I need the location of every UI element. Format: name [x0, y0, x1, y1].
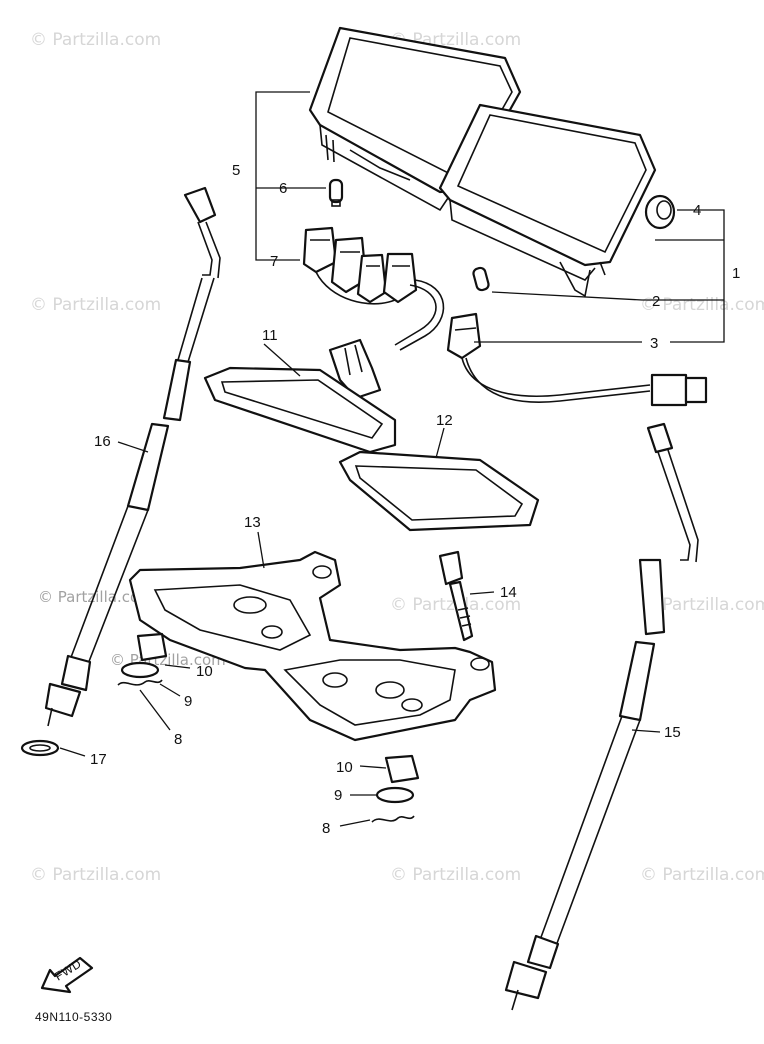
callout-11: 11: [262, 327, 278, 344]
part-12-gasket: [338, 450, 540, 532]
watermark: © Partzilla.com: [390, 865, 521, 885]
watermark: © Partzilla.com: [640, 865, 764, 885]
watermark: © Partzilla.com: [640, 595, 764, 615]
fwd-arrow-icon: FWD: [40, 956, 94, 994]
callout-17: 17: [90, 751, 107, 768]
part-13-bracket: [128, 550, 497, 742]
grommet-cluster-bottom: [371, 754, 420, 823]
callout-labels: 1 2 3 4 5 6 7 8 8 9 9 10 10 11 12 13 14 …: [90, 162, 740, 837]
callout-4: 4: [693, 202, 701, 219]
diagram-code: 49N110-5330: [35, 1010, 112, 1024]
part-7-sockets: [302, 226, 418, 305]
meter-housing-right: [438, 103, 657, 298]
watermark: © Partzilla.com: [30, 295, 161, 315]
callout-16: 16: [94, 433, 111, 450]
part-2-bulb: [472, 266, 490, 292]
callout-14: 14: [500, 584, 517, 601]
callout-15: 15: [664, 724, 681, 741]
watermark: © Partzilla.com: [38, 588, 154, 606]
callout-8: 8: [322, 820, 330, 837]
callout-9: 9: [184, 693, 192, 710]
part-11-gasket: [203, 366, 397, 454]
grommet-cluster-left: [117, 632, 168, 686]
part-3-socket-wire: [446, 312, 708, 407]
leader-lines: [59, 91, 725, 827]
callout-10: 10: [336, 759, 353, 776]
callout-8: 8: [174, 731, 182, 748]
callout-3: 3: [650, 335, 658, 352]
wire-harness: [309, 279, 445, 400]
part-4-reset-knob: [644, 194, 676, 230]
part-16-speedometer-cable: [44, 186, 221, 727]
callout-5: 5: [232, 162, 240, 179]
part-6-bulb: [328, 178, 344, 207]
callout-9: 9: [334, 787, 342, 804]
callout-6: 6: [279, 180, 287, 197]
callout-12: 12: [436, 412, 453, 429]
watermark: © Partzilla.com: [30, 30, 161, 50]
watermark: © Partzilla.com: [30, 865, 161, 885]
part-14-bolt: [438, 550, 474, 642]
part-17-o-ring: [20, 739, 60, 757]
callout-13: 13: [244, 514, 261, 531]
callout-7: 7: [270, 253, 278, 270]
callout-10: 10: [196, 663, 213, 680]
callout-2: 2: [652, 293, 660, 310]
callout-1: 1: [732, 265, 740, 282]
part-15-tachometer-cable: [504, 422, 699, 1011]
